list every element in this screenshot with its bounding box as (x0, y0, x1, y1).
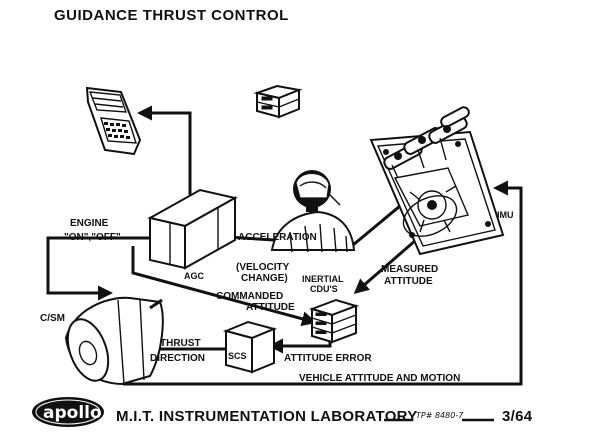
diagram-title: GUIDANCE THRUST CONTROL (54, 7, 289, 24)
dsky-keyboard-icon (85, 86, 142, 156)
csm-engine-bell-icon (64, 296, 164, 386)
inertial-cdus-module (308, 298, 360, 344)
thrust-label-2: DIRECTION (150, 353, 205, 364)
engine-on-off-line (46, 236, 155, 301)
attitude-error-label: ATTITUDE ERROR (284, 353, 372, 364)
vehicle-motion-line (123, 180, 523, 386)
measured-attitude-label-2: ATTITUDE (384, 276, 433, 287)
measured-attitude-line (353, 238, 417, 294)
commanded-attitude-line (131, 246, 317, 327)
commanded-attitude-label-2: ATTITUDE (246, 302, 295, 313)
velocity-change-label-1: (VELOCITY (236, 262, 290, 273)
agc-to-dsky-line (137, 105, 192, 202)
agc-unit (147, 188, 238, 270)
apollo-logo-icon: apollo (32, 397, 104, 427)
velocity-change-label-2: CHANGE) (241, 273, 288, 284)
imu-label: IMU (497, 210, 514, 220)
apollo-logo-text: apollo (43, 403, 102, 423)
scs-unit (222, 320, 278, 374)
thrust-label-1: THRUST (160, 338, 201, 349)
footer-date: 3/64 (502, 408, 533, 425)
acceleration-label: ACCELERATION (238, 232, 317, 243)
csm-label: C/SM (40, 313, 65, 324)
commanded-attitude-label-1: COMMANDED (216, 291, 283, 302)
imu-gimbal-icon (369, 106, 505, 256)
inertial-label-2: CDU'S (310, 284, 338, 294)
on-off-label: "ON","OFF" (64, 232, 121, 243)
footer-ref: TP# 8480-7 (416, 411, 464, 420)
lab-name: M.I.T. INSTRUMENTATION LABORATORY (116, 408, 418, 425)
agc-label: AGC (184, 271, 205, 281)
astronaut-icon (270, 170, 356, 253)
engine-label: ENGINE (70, 218, 109, 229)
scs-label: SCS (228, 351, 247, 361)
measured-attitude-label-1: MEASURED (381, 264, 438, 275)
inertial-label-1: INERTIAL (302, 274, 344, 284)
vehicle-motion-label: VEHICLE ATTITUDE AND MOTION (299, 373, 460, 384)
electronics-module-icon (253, 84, 303, 119)
